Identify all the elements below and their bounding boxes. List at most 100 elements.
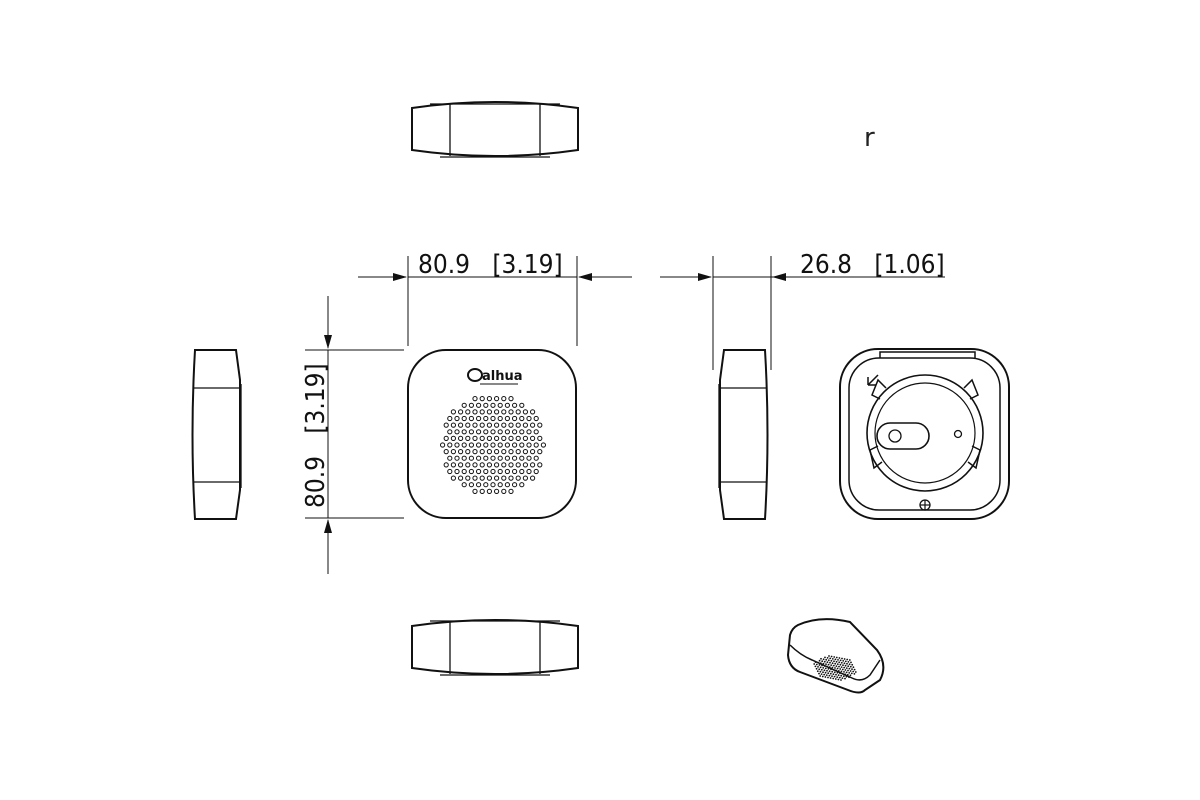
grille-hole <box>515 422 521 428</box>
iso-grille-hole <box>827 663 830 666</box>
iso-grille-hole <box>852 666 855 669</box>
grille-hole <box>508 435 514 441</box>
grille-hole <box>472 462 478 468</box>
grille-hole <box>537 422 543 428</box>
grille-hole <box>483 455 489 461</box>
grille-hole <box>476 429 482 435</box>
iso-grille-hole <box>840 679 842 681</box>
iso-grille-hole <box>823 669 826 672</box>
grille-hole <box>468 429 474 435</box>
grille-hole <box>486 462 492 468</box>
grille-hole <box>483 429 489 435</box>
grille-hole <box>504 429 510 435</box>
grille-hole <box>512 482 518 488</box>
iso-grille-hole <box>832 677 835 680</box>
grille-hole <box>479 488 485 494</box>
grille-hole <box>468 455 474 461</box>
grille-hole <box>468 442 474 448</box>
grille-hole <box>440 442 446 448</box>
iso-grille-hole <box>835 673 837 676</box>
stray-mark: r <box>864 123 875 153</box>
iso-grille-hole <box>842 660 845 662</box>
grille-hole <box>472 409 478 415</box>
iso-grille-hole <box>818 659 821 662</box>
grille-hole <box>526 415 532 422</box>
iso-grille-hole <box>835 665 838 667</box>
grille-hole <box>497 455 503 461</box>
iso-grille-hole <box>818 664 821 666</box>
speaker-grille <box>440 396 547 494</box>
iso-grille-hole <box>846 662 848 665</box>
grille-hole <box>461 482 467 488</box>
grille-hole <box>537 462 543 468</box>
iso-grille-hole <box>837 670 840 672</box>
grille-hole <box>504 482 510 488</box>
iso-grille-hole <box>829 661 831 664</box>
iso-grille-hole <box>822 662 825 665</box>
grille-hole <box>443 462 449 468</box>
iso-grille-hole <box>839 668 842 670</box>
grille-hole <box>461 429 467 435</box>
iso-grille-hole <box>837 678 840 681</box>
grille-hole <box>508 396 514 402</box>
grille-hole <box>494 462 500 468</box>
iso-grille-hole <box>830 655 833 658</box>
grille-hole <box>512 402 518 408</box>
iso-grille-hole <box>838 676 841 679</box>
grille-hole <box>540 442 547 448</box>
iso-grille-hole <box>831 670 834 673</box>
grille-hole <box>530 475 536 481</box>
grille-hole <box>512 455 518 461</box>
iso-grille-hole <box>823 660 826 663</box>
grille-hole <box>504 455 510 461</box>
iso-grille-hole <box>849 670 852 672</box>
grille-hole <box>447 468 453 475</box>
iso-grille-hole <box>827 676 829 679</box>
grille-hole <box>537 449 543 455</box>
iso-grille-hole <box>840 661 843 664</box>
iso-grille-hole <box>836 667 839 670</box>
grille-hole <box>443 435 449 441</box>
grille-hole <box>530 409 536 415</box>
iso-grille-hole <box>844 673 847 676</box>
iso-grille-hole <box>830 664 833 666</box>
grille-hole <box>476 482 482 488</box>
iso-grille-hole <box>843 666 846 669</box>
grille-hole <box>476 442 482 448</box>
iso-grille-hole <box>819 675 822 677</box>
iso-grille-hole <box>845 675 848 678</box>
iso-grille-hole <box>828 666 831 668</box>
grille-hole <box>479 475 485 481</box>
grille-hole <box>479 396 485 402</box>
height-label: 80.9 [3.19] <box>301 363 331 508</box>
iso-grille-hole <box>830 659 833 662</box>
iso-grille-hole <box>847 665 850 668</box>
grille-hole <box>458 422 464 428</box>
iso-grille-hole <box>815 667 818 670</box>
grille-hole <box>450 422 456 428</box>
iso-grille-hole <box>840 670 843 673</box>
grille-hole <box>472 449 478 455</box>
iso-grille-hole <box>833 660 835 663</box>
grille-hole <box>508 488 514 494</box>
grille-hole <box>497 415 503 422</box>
grille-hole <box>458 475 464 481</box>
iso-grille-hole <box>831 666 834 669</box>
right-side-view <box>718 349 769 520</box>
grille-hole <box>483 468 489 475</box>
grille-hole <box>461 468 467 475</box>
grille-hole <box>494 396 500 402</box>
grille-hole <box>519 415 525 422</box>
grille-hole <box>447 415 453 422</box>
iso-grille-hole <box>841 657 843 660</box>
iso-grille-hole <box>847 661 850 663</box>
grille-hole <box>497 468 503 475</box>
grille-hole <box>490 442 496 448</box>
grille-hole <box>447 455 453 461</box>
grille-hole <box>501 422 507 428</box>
depth-dimension: 26.8 [1.06] <box>660 250 945 370</box>
iso-grille-hole <box>835 660 838 663</box>
grille-hole <box>486 475 492 481</box>
grille-hole <box>483 482 489 488</box>
iso-grille-hole <box>844 677 846 680</box>
